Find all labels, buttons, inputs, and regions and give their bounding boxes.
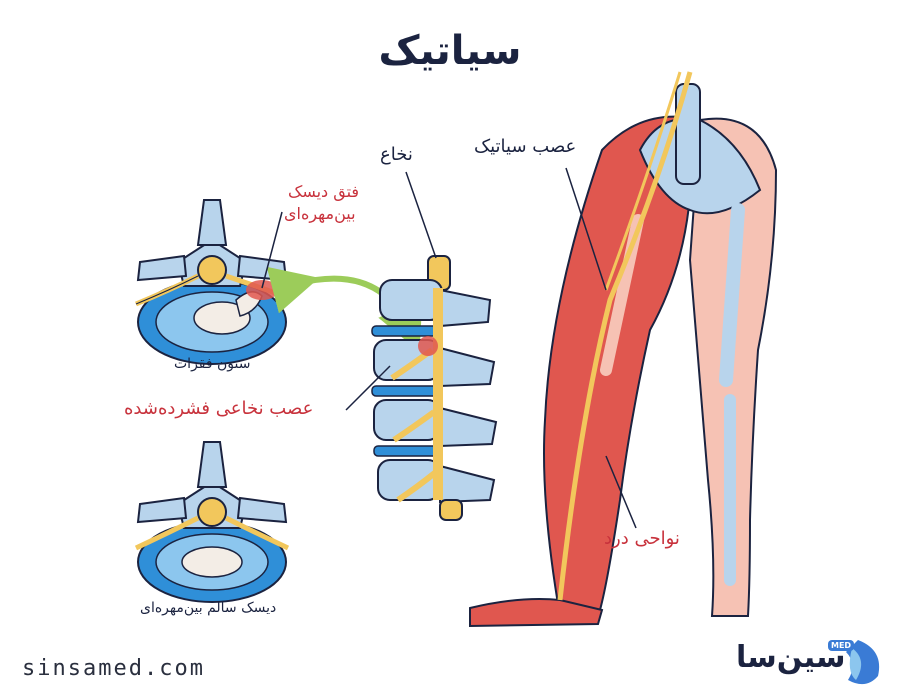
page-title: سیاتیک [378,28,522,74]
label-spinal-cord: نخاع [380,144,413,165]
herniated-vertebra-section [135,199,291,365]
website-url: sinsamed.com [22,656,205,681]
healthy-vertebra-section [134,441,290,603]
label-herniated-disc-line1: فتق دیسک [288,182,360,201]
label-compressed-nerve: عصب نخاعی فشرده‌شده [124,398,314,419]
label-pain-areas: نواحی درد [604,528,680,549]
brand-badge: MED [828,640,855,651]
label-herniated-disc-line2: بین‌مهره‌ای [284,204,356,223]
brand-name: سین‌سا [736,640,846,675]
legs-illustration [469,71,778,628]
label-sciatic-nerve: عصب سیاتیک [474,136,577,157]
brand-logo-icon [846,640,880,685]
leader-lines [261,167,637,529]
spine-side-view [371,255,498,521]
label-vertebral-column: ستون فقرات [174,356,251,372]
label-healthy-disc: دیسک سالم بین‌مهره‌ای [140,600,277,616]
